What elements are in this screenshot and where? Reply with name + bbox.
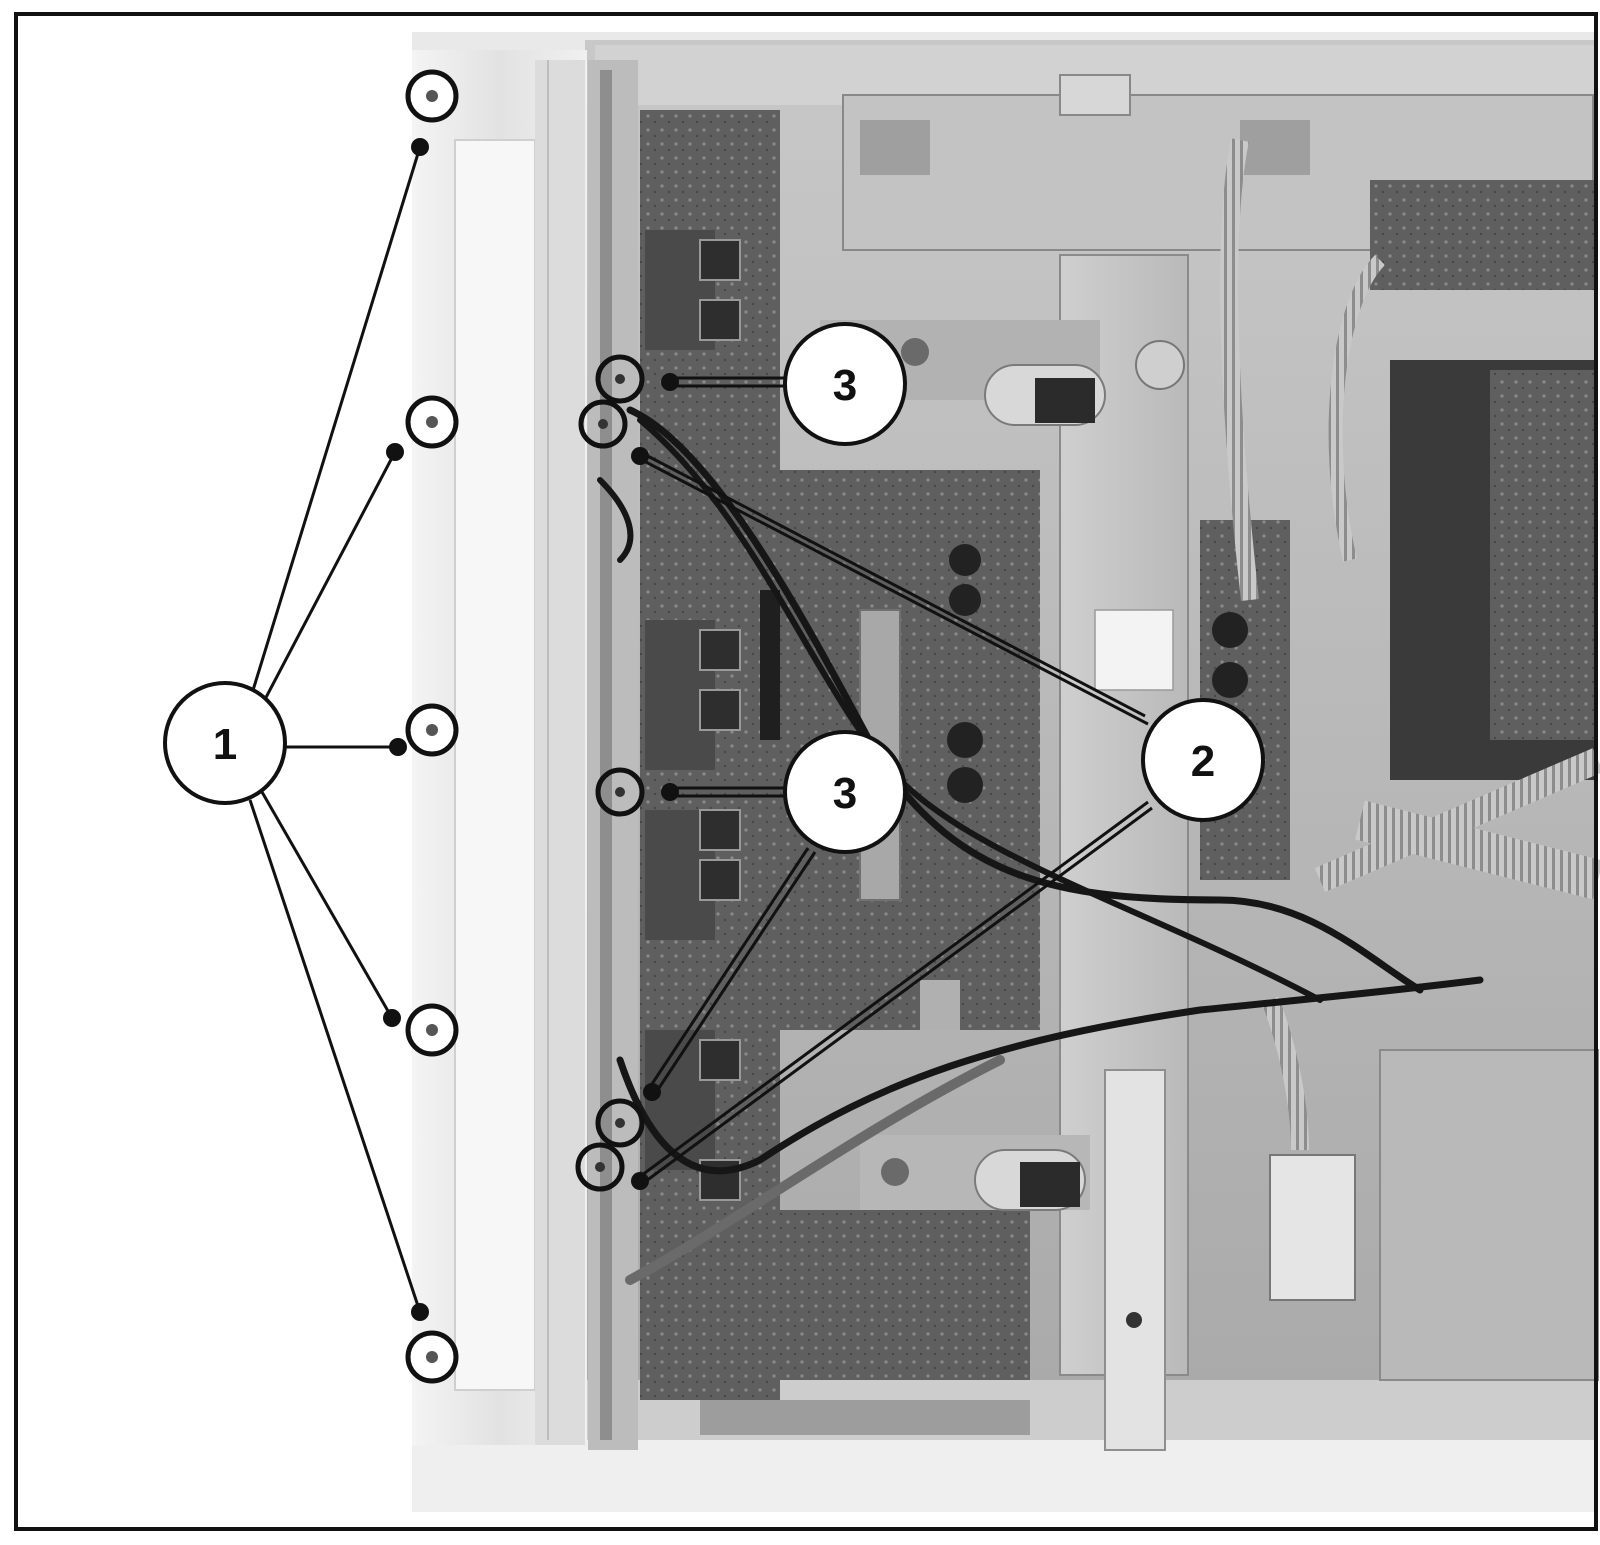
screw-1b xyxy=(405,395,459,449)
side-rail xyxy=(588,60,638,1450)
pcb-left xyxy=(640,110,817,1400)
right-boards xyxy=(1200,180,1599,1381)
callout-3-upper-label: 3 xyxy=(833,361,857,410)
top-bracket xyxy=(842,74,1594,251)
screw-1e xyxy=(405,1330,459,1384)
leader-lines xyxy=(248,146,1153,1313)
callout-1: 1 xyxy=(163,681,287,805)
screws-1 xyxy=(405,69,459,1384)
callout-2-label: 2 xyxy=(1191,737,1215,786)
screw-1c xyxy=(405,703,459,757)
callout-1-label: 1 xyxy=(213,720,237,769)
callout-3-lower-label: 3 xyxy=(833,769,857,818)
arm-lower xyxy=(860,1135,1090,1211)
screw-2b xyxy=(575,1142,625,1192)
screw-1d xyxy=(405,1003,459,1057)
screw-1a xyxy=(405,69,459,123)
screws-2-3 xyxy=(575,354,645,1192)
callout-3-upper: 3 xyxy=(783,322,907,446)
callout-3-lower: 3 xyxy=(783,730,907,854)
screw-2a xyxy=(578,399,628,449)
screw-3b xyxy=(595,767,645,817)
ribbon-cables xyxy=(1220,138,1600,1151)
screw-3a xyxy=(595,354,645,404)
screw-3c xyxy=(595,1098,645,1148)
callout-2: 2 xyxy=(1141,698,1265,822)
leader-dots xyxy=(383,138,679,1321)
figure-frame xyxy=(14,12,1598,1531)
